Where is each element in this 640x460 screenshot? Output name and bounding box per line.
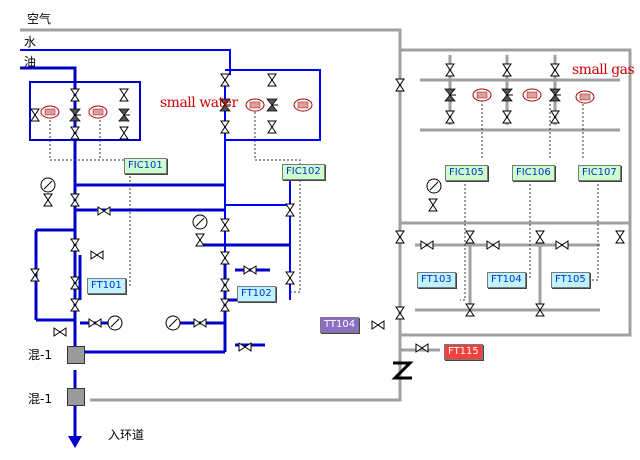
ft103-tag[interactable]: FT103 xyxy=(417,272,456,288)
ft105-tag[interactable]: FT105 xyxy=(551,272,590,288)
oil-lines xyxy=(20,66,290,440)
small-gas-note: small gas xyxy=(572,62,635,78)
ft102-tag[interactable]: FT102 xyxy=(237,286,276,302)
tt104-tag[interactable]: TT104 xyxy=(320,317,360,333)
signal-lines xyxy=(49,100,599,301)
ft104-tag[interactable]: FT104 xyxy=(487,272,526,288)
mixer-2-label: 混-1 xyxy=(28,392,52,406)
mixer-2 xyxy=(67,388,85,406)
ft101-tag[interactable]: FT101 xyxy=(87,278,126,294)
mixer-1-label: 混-1 xyxy=(28,348,52,362)
mixer-1 xyxy=(67,346,85,364)
fic107-tag[interactable]: FIC107 xyxy=(578,165,621,181)
ft115-tag[interactable]: FT115 xyxy=(444,344,483,360)
small-water-note: small water xyxy=(160,95,238,111)
to-loop-label: 入环道 xyxy=(108,428,145,442)
gas-header-lines xyxy=(20,28,632,402)
fic101-tag[interactable]: FIC101 xyxy=(124,158,167,174)
outlet-arrow-icon xyxy=(68,436,82,448)
fic102-tag[interactable]: FIC102 xyxy=(282,164,325,180)
fic106-tag[interactable]: FIC106 xyxy=(512,165,555,181)
check-valve-z xyxy=(391,361,414,380)
air-label: 空气 xyxy=(27,12,52,26)
fic105-tag[interactable]: FIC105 xyxy=(445,165,488,181)
water-lines xyxy=(20,49,321,300)
oil-label: 油 xyxy=(24,55,37,69)
water-label: 水 xyxy=(24,35,37,49)
